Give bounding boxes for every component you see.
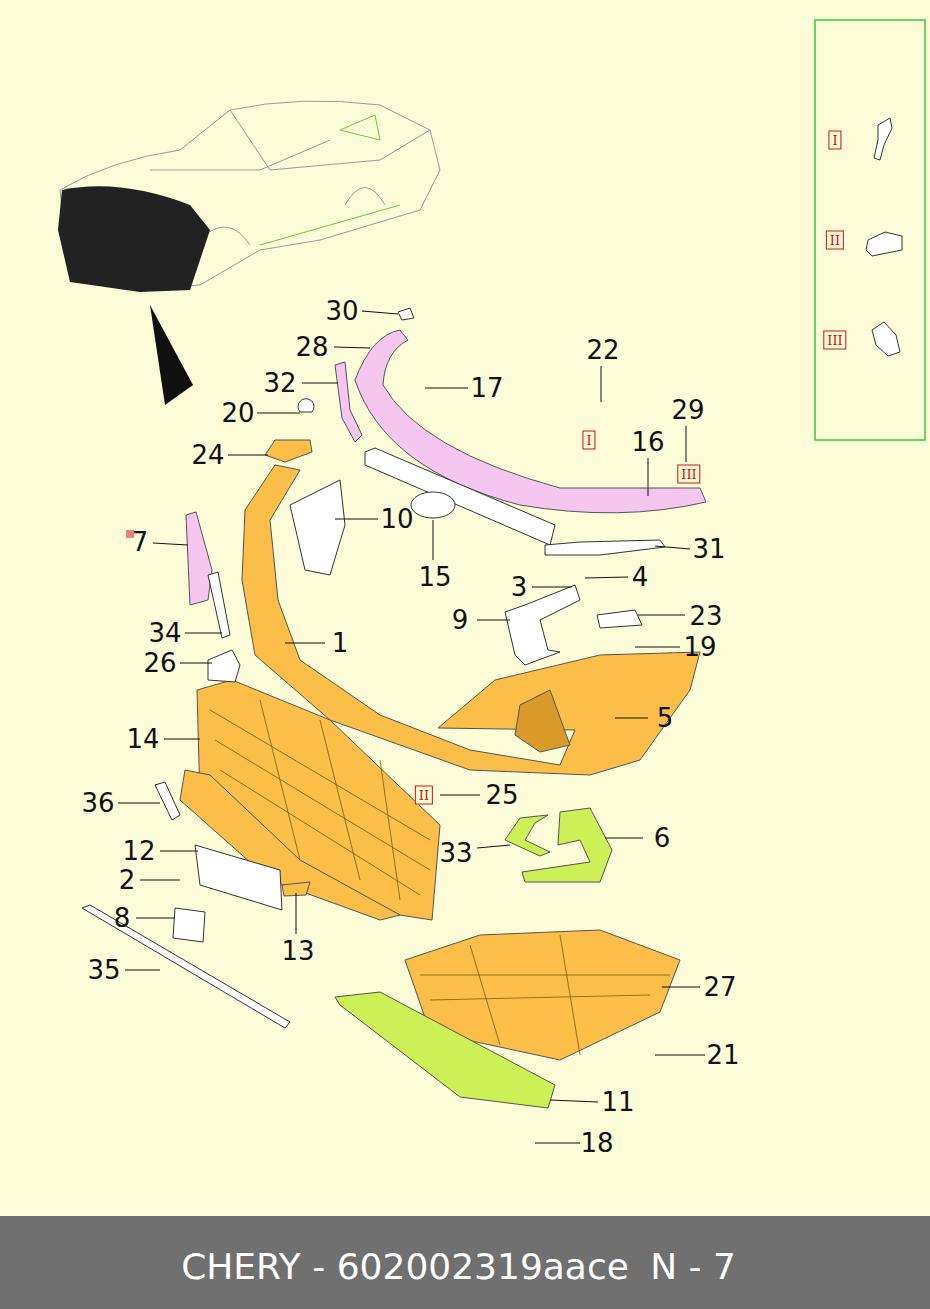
callout-number: 10	[380, 506, 413, 532]
callout-number: 34	[148, 620, 181, 646]
page-number: N - 7	[650, 1249, 736, 1285]
callout-number: 31	[692, 536, 725, 562]
callout-number: 19	[683, 634, 716, 660]
roman-numeral: III	[681, 467, 696, 482]
callout-number: 9	[452, 607, 469, 633]
callout-number: 29	[671, 397, 704, 423]
callout-number: 1	[332, 630, 349, 656]
callout-number: 28	[295, 334, 328, 360]
callout-number: 16	[631, 429, 664, 455]
callout-number: 4	[632, 564, 649, 590]
callout-number: 12	[122, 838, 155, 864]
callout-number: 27	[703, 974, 736, 1000]
callout-number: 11	[601, 1089, 634, 1115]
roman-numeral: I	[832, 133, 837, 148]
callout-number: 36	[81, 790, 114, 816]
callout-number: 15	[418, 564, 451, 590]
view-marker-box: II	[415, 786, 433, 805]
callout-number: 3	[511, 574, 528, 600]
roman-numeral: I	[586, 433, 591, 448]
callout-number: 26	[143, 650, 176, 676]
view-marker-box: I	[828, 131, 841, 150]
roman-numeral: II	[830, 233, 840, 248]
callout-number: 2	[119, 867, 136, 893]
callout-number: 20	[221, 400, 254, 426]
callout-number: 21	[706, 1042, 739, 1068]
callout-number: 18	[580, 1130, 613, 1156]
callout-number: 24	[191, 442, 224, 468]
view-marker-box: III	[677, 465, 700, 484]
callout-number: 13	[281, 938, 314, 964]
callout-number: 14	[126, 726, 159, 752]
callout-number: 35	[87, 957, 120, 983]
callout-number: 33	[439, 840, 472, 866]
view-marker-box: II	[826, 231, 844, 250]
view-marker-box: III	[823, 331, 846, 350]
roman-numeral: III	[827, 333, 842, 348]
view-marker-box: I	[582, 431, 595, 450]
callout-number: 17	[470, 375, 503, 401]
callout-number: 8	[114, 905, 131, 931]
callout-number: 30	[325, 298, 358, 324]
callout-number: 6	[654, 825, 671, 851]
callout-number: 32	[263, 370, 296, 396]
callout-number: 22	[586, 337, 619, 363]
callout-number: 5	[657, 705, 674, 731]
caption: CHERY - 602002319aace	[181, 1249, 629, 1285]
callout-number: 25	[485, 782, 518, 808]
callout-number: 23	[689, 603, 722, 629]
callout-number: 7	[132, 529, 149, 555]
roman-numeral: II	[419, 788, 429, 803]
